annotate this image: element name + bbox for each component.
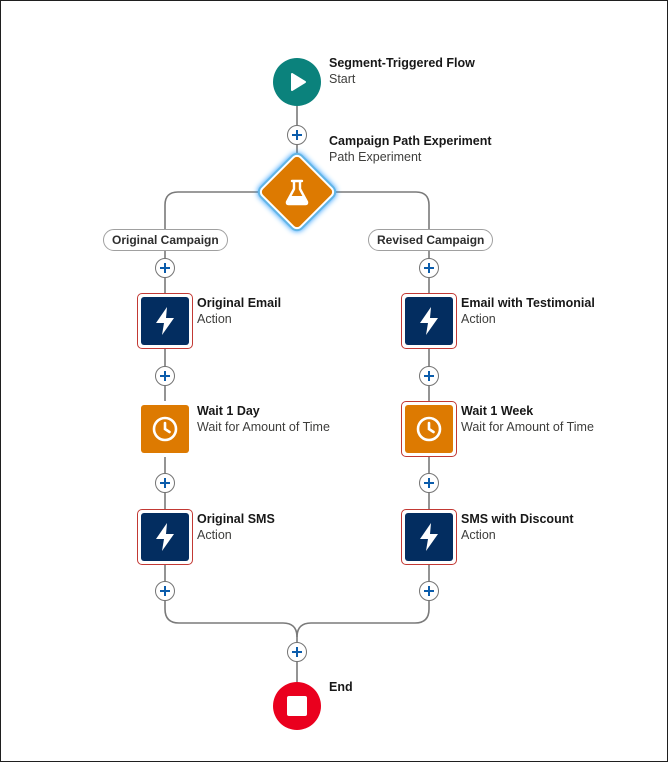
action-node-email-with-testimonial[interactable] — [401, 293, 457, 349]
flask-icon — [285, 179, 309, 206]
step-title: SMS with Discount — [461, 512, 574, 526]
step-title: Original Email — [197, 296, 282, 310]
step-subtitle: Action — [197, 312, 232, 326]
step-label: Original SMS Action — [197, 511, 275, 543]
add-element-button[interactable] — [155, 581, 175, 601]
step-title: Email with Testimonial — [461, 296, 595, 310]
step-label: SMS with Discount Action — [461, 511, 574, 543]
step-subtitle: Action — [197, 528, 232, 542]
step-title: Original SMS — [197, 512, 275, 526]
step-label: Wait 1 Week Wait for Amount of Time — [461, 403, 594, 435]
step-label: Wait 1 Day Wait for Amount of Time — [197, 403, 330, 435]
add-element-button[interactable] — [287, 125, 307, 145]
clock-icon — [152, 416, 178, 442]
end-title: End — [329, 680, 353, 694]
lightning-icon — [156, 307, 174, 335]
start-node[interactable] — [273, 58, 321, 106]
stop-icon — [287, 696, 307, 716]
step-label: Email with Testimonial Action — [461, 295, 595, 327]
lightning-icon — [420, 523, 438, 551]
experiment-title: Campaign Path Experiment — [329, 134, 492, 148]
plus-icon — [424, 586, 434, 596]
play-icon — [291, 73, 306, 91]
experiment-subtitle: Path Experiment — [329, 150, 422, 164]
start-label: Segment-Triggered Flow Start — [329, 55, 475, 87]
start-title: Segment-Triggered Flow — [329, 56, 475, 70]
step-subtitle: Wait for Amount of Time — [461, 420, 594, 434]
add-element-button[interactable] — [419, 258, 439, 278]
step-title: Wait 1 Day — [197, 404, 260, 418]
plus-icon — [424, 478, 434, 488]
wait-node-wait-1-day[interactable] — [137, 401, 193, 457]
plus-icon — [160, 371, 170, 381]
clock-icon — [416, 416, 442, 442]
branch-label-original-campaign[interactable]: Original Campaign — [103, 229, 228, 251]
plus-icon — [424, 371, 434, 381]
path-experiment-node[interactable] — [260, 155, 334, 229]
plus-icon — [292, 647, 302, 657]
lightning-icon — [420, 307, 438, 335]
end-node[interactable] — [273, 682, 321, 730]
add-element-button[interactable] — [419, 473, 439, 493]
add-element-button[interactable] — [419, 581, 439, 601]
add-element-button[interactable] — [155, 473, 175, 493]
step-subtitle: Action — [461, 312, 496, 326]
plus-icon — [292, 130, 302, 140]
action-node-original-email[interactable] — [137, 293, 193, 349]
branch-label-revised-campaign[interactable]: Revised Campaign — [368, 229, 494, 251]
end-label: End — [329, 679, 353, 695]
step-title: Wait 1 Week — [461, 404, 534, 418]
action-node-sms-with-discount[interactable] — [401, 509, 457, 565]
plus-icon — [160, 586, 170, 596]
wait-node-wait-1-week[interactable] — [401, 401, 457, 457]
lightning-icon — [156, 523, 174, 551]
experiment-label: Campaign Path Experiment Path Experiment — [329, 133, 492, 165]
plus-icon — [160, 478, 170, 488]
start-subtitle: Start — [329, 72, 356, 86]
action-node-original-sms[interactable] — [137, 509, 193, 565]
step-label: Original Email Action — [197, 295, 281, 327]
plus-icon — [160, 263, 170, 273]
add-element-button[interactable] — [155, 258, 175, 278]
step-subtitle: Action — [461, 528, 496, 542]
add-element-button[interactable] — [419, 366, 439, 386]
plus-icon — [424, 263, 434, 273]
step-subtitle: Wait for Amount of Time — [197, 420, 330, 434]
add-element-button[interactable] — [155, 366, 175, 386]
add-element-button[interactable] — [287, 642, 307, 662]
